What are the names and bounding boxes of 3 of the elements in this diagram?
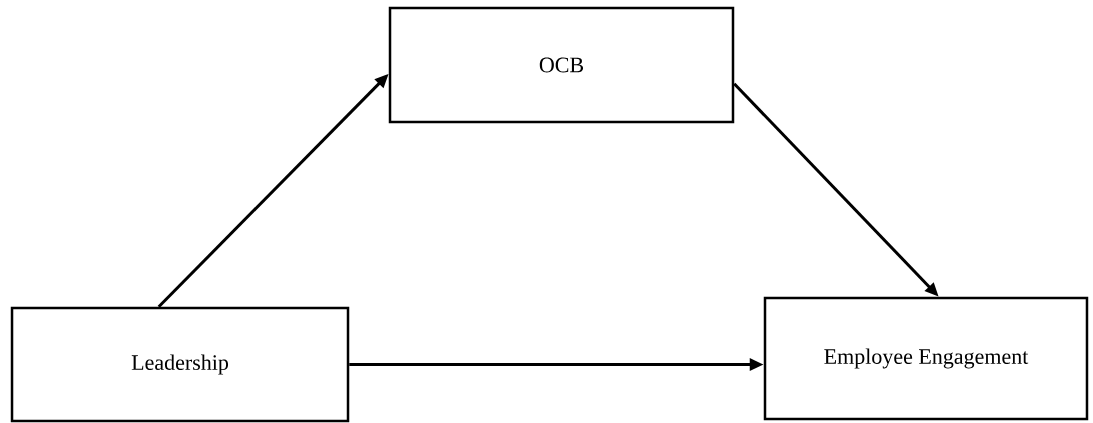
concept-box: Employee Engagement <box>763 296 1089 421</box>
concept-box: OCB <box>388 6 735 124</box>
concept-box: Leadership <box>10 306 350 423</box>
